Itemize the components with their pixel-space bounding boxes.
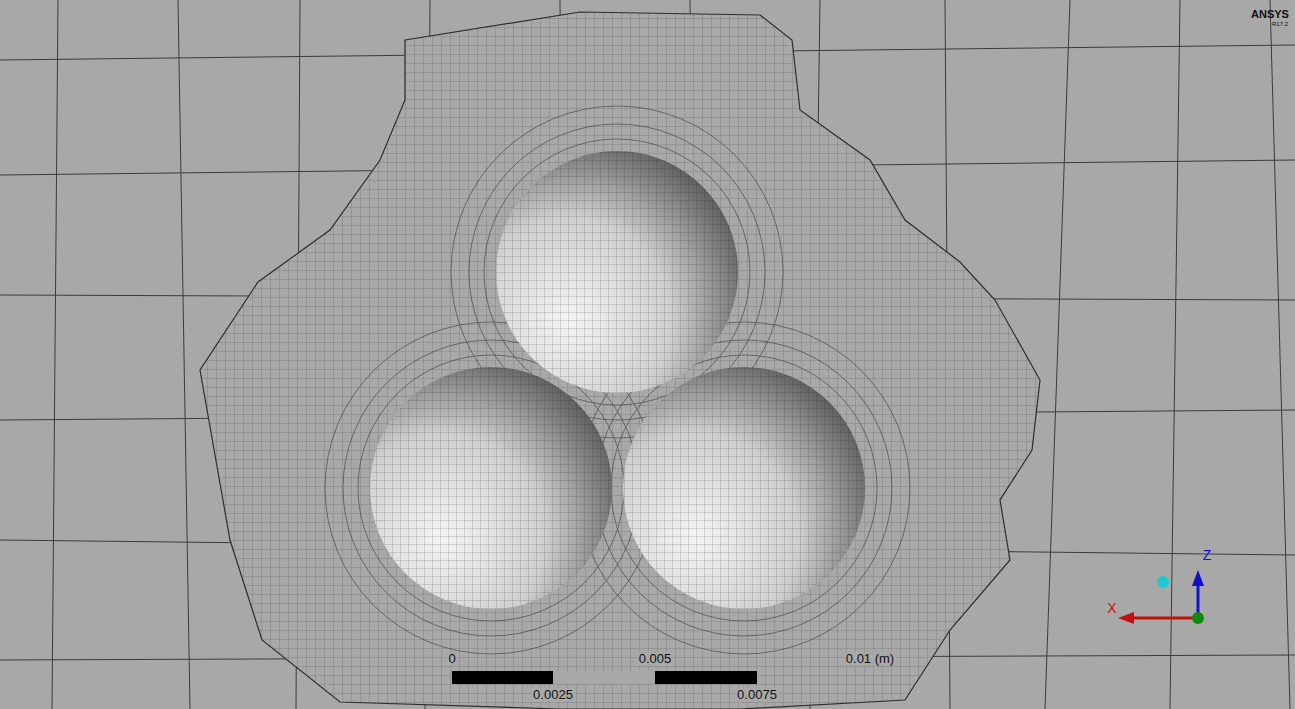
axis-triad — [1118, 570, 1204, 624]
annotation-label: R17.2 — [1270, 21, 1290, 28]
annotation-label: X — [1105, 601, 1118, 616]
annotation-label: 0.005 — [637, 652, 674, 666]
annotation-label: Z — [1201, 548, 1214, 563]
boundary-layers — [325, 106, 910, 654]
annotation-label: ANSYS — [1249, 8, 1291, 20]
annotation-label: 0 — [446, 652, 457, 666]
annotation-label: 0.01 (m) — [844, 652, 896, 666]
scale-bar — [452, 671, 757, 684]
spheres — [365, 145, 873, 617]
fine-mesh-region — [200, 12, 1040, 709]
fine-mesh — [200, 12, 1040, 709]
annotation-label: 0.0025 — [531, 688, 575, 702]
annotation-label: 0.0075 — [735, 688, 779, 702]
